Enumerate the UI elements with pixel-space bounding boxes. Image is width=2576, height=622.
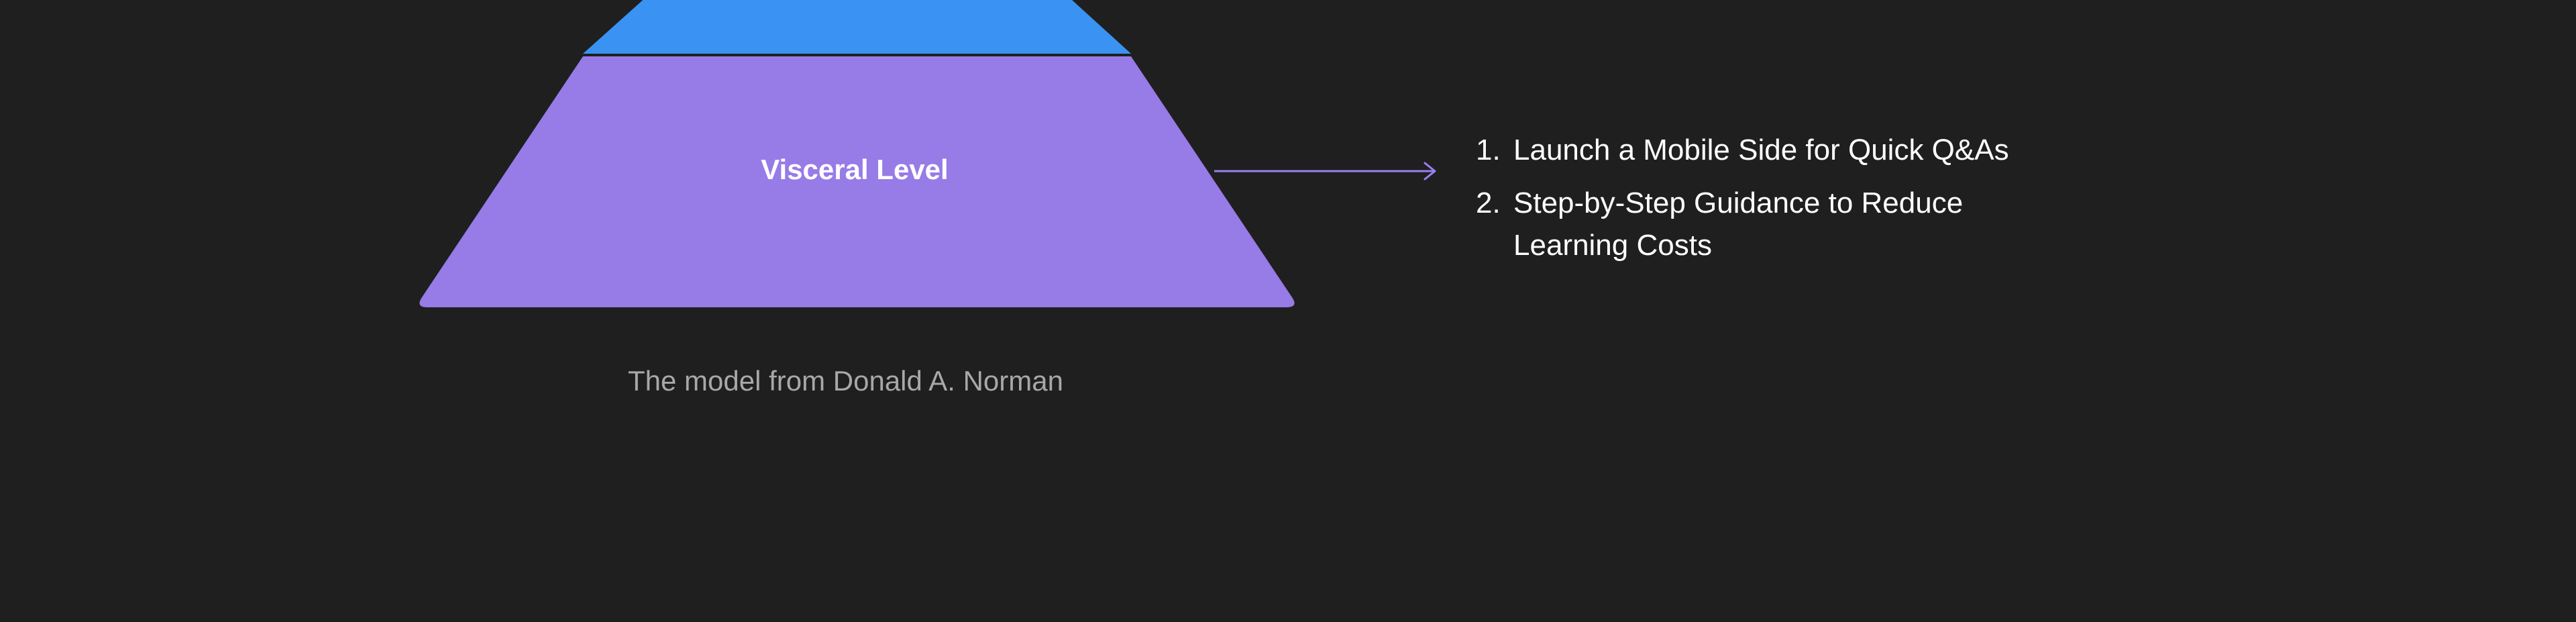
pyramid-level-label: Visceral Level xyxy=(761,154,948,185)
note-item: 1. Launch a Mobile Side for Quick Q&As xyxy=(1476,129,2012,171)
note-item: 2. Step-by-Step Guidance to Reduce Learn… xyxy=(1476,182,2012,266)
note-text: Launch a Mobile Side for Quick Q&As xyxy=(1513,134,2009,166)
level-notes-list: 1. Launch a Mobile Side for Quick Q&As 2… xyxy=(1476,129,2012,277)
diagram-caption: The model from Donald A. Norman xyxy=(628,365,1063,397)
pyramid-level-visceral xyxy=(419,56,1295,307)
arrowhead-icon xyxy=(1424,162,1436,180)
note-number: 1. xyxy=(1476,134,1501,166)
note-number: 2. xyxy=(1476,187,1501,219)
pyramid-level-behavioral xyxy=(583,0,1131,54)
note-text: Step-by-Step Guidance to Reduce Learning… xyxy=(1513,187,1964,262)
